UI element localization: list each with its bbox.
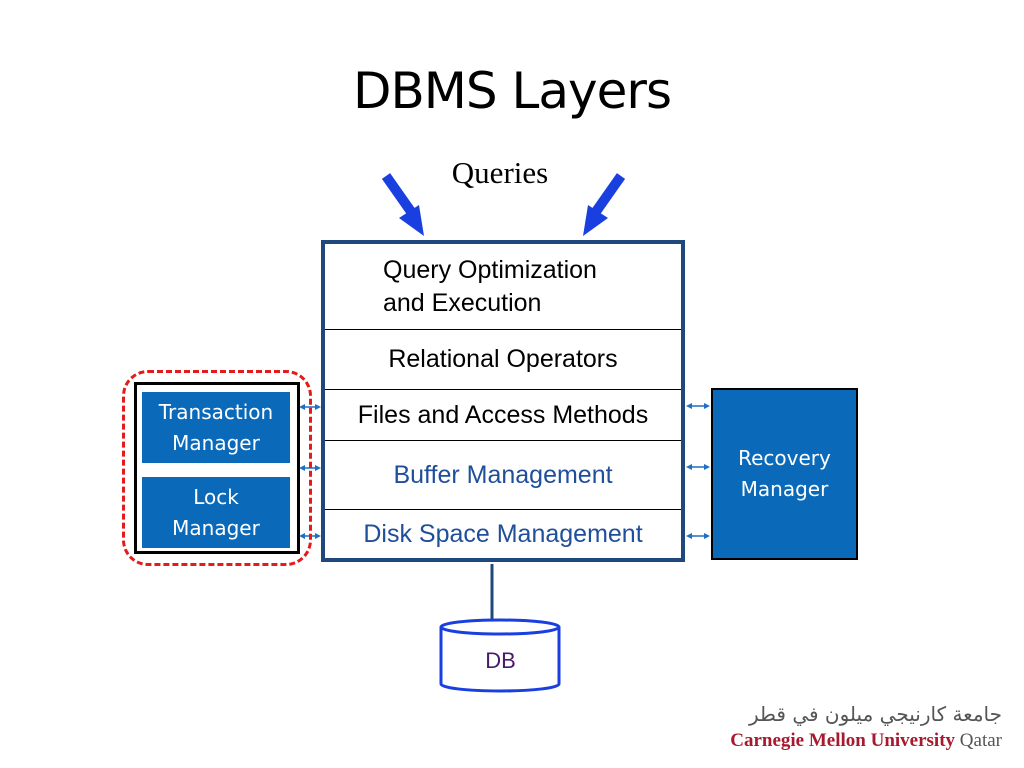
transaction-manager-line1: Transaction bbox=[158, 399, 274, 424]
recovery-manager: Recovery Manager bbox=[711, 388, 858, 560]
lock-manager: Lock Manager bbox=[142, 477, 290, 548]
queries-label: Queries bbox=[451, 155, 549, 190]
recovery-manager-line1: Recovery bbox=[738, 446, 831, 470]
lock-manager-line1: Lock bbox=[193, 484, 239, 509]
concurrency-control-outline bbox=[122, 370, 312, 566]
lock-manager-line2: Manager bbox=[172, 515, 260, 540]
logo-university-name: Carnegie Mellon University bbox=[730, 730, 956, 751]
slide-title: DBMS Layers bbox=[352, 62, 672, 120]
logo-arabic-text: جامعة كارنيجي ميلون في قطر bbox=[748, 702, 1002, 726]
layer-relational-operators: Relational Operators bbox=[325, 330, 681, 390]
transaction-manager: Transaction Manager bbox=[142, 392, 290, 463]
layer-query-optimization: Query Optimization and Execution bbox=[325, 244, 681, 330]
layer-query-optimization-line1: Query Optimization bbox=[383, 255, 597, 284]
layer-query-optimization-line2: and Execution bbox=[383, 288, 542, 317]
layer-disk-space-management: Disk Space Management bbox=[363, 519, 643, 548]
layer-buffer-management: Buffer Management bbox=[325, 441, 681, 510]
transaction-manager-line2: Manager bbox=[172, 430, 260, 455]
dbms-layers-stack: Query Optimization and Execution Relatio… bbox=[321, 240, 685, 562]
layer-files-access-methods: Files and Access Methods bbox=[325, 390, 681, 441]
logo-qatar: Qatar bbox=[959, 730, 1002, 751]
db-label: DB bbox=[485, 648, 516, 673]
logo-english-text: Carnegie Mellon University Qatar bbox=[730, 730, 1002, 752]
recovery-manager-line2: Manager bbox=[740, 477, 829, 501]
university-logo: جامعة كارنيجي ميلون في قطر Carnegie Mell… bbox=[730, 700, 1014, 758]
